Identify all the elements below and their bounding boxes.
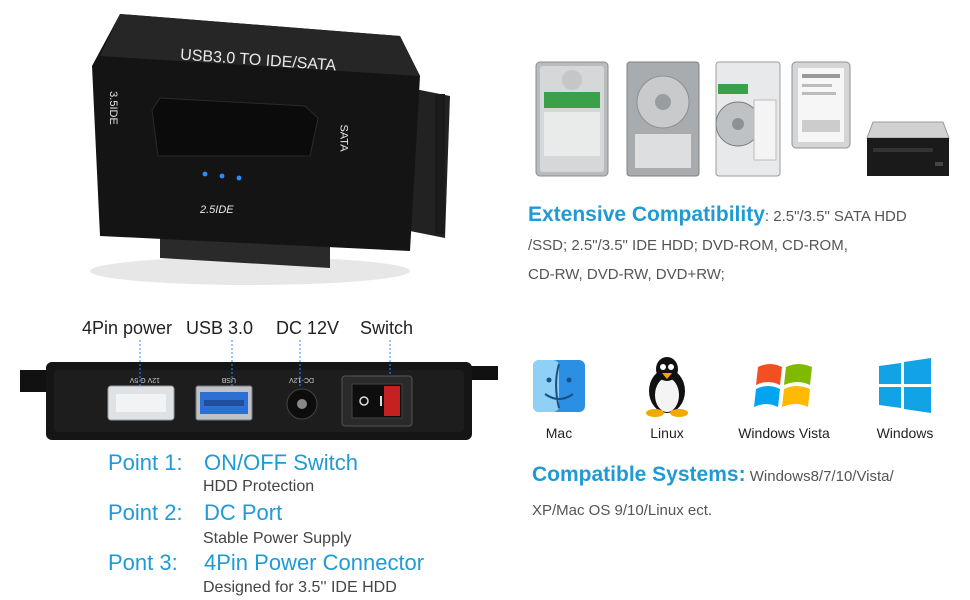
point-3-label: Pont 3:	[108, 550, 178, 575]
print-usb: USB	[221, 376, 236, 383]
point-1-sub: HDD Protection	[203, 478, 315, 495]
point-1-label: Point 1:	[108, 450, 183, 475]
point-3-sub: Designed for 3.5'' IDE HDD	[203, 579, 397, 596]
linux-tux-icon	[646, 357, 688, 417]
port-label-dc: DC 12V	[276, 318, 340, 338]
print-dc: DC-12V	[289, 376, 314, 383]
port-label-switch: Switch	[360, 318, 414, 338]
systems-line-1: Compatible Systems: Windows8/7/10/Vista/	[532, 458, 968, 494]
open-hdd-icon	[714, 60, 782, 183]
point-2-title: DC Port	[204, 500, 283, 525]
compat-text-1: : 2.5"/3.5" SATA HDD	[764, 208, 907, 225]
ide-hdd-icon	[625, 60, 701, 183]
point-1-title: ON/OFF Switch	[204, 450, 359, 475]
os-windows-label: Windows	[876, 425, 934, 441]
systems-title: Compatible Systems:	[532, 463, 746, 486]
ssd-icon	[790, 60, 852, 155]
adapter-product-image: USB3.0 TO IDE/SATA 3.5IDE SATA 2.5IDE	[40, 6, 460, 296]
os-linux-label: Linux	[650, 425, 684, 441]
compat-text-3: CD-RW, DVD-RW, DVD+RW;	[528, 266, 725, 283]
port-panel-drawing: 12V G 5V USB DC-12V	[20, 340, 498, 440]
systems-text-2: XP/Mac OS 9/10/Linux ect.	[532, 502, 713, 519]
port-label-4pin: 4Pin power	[82, 318, 173, 338]
adapter-35ide-print: 3.5IDE	[106, 91, 119, 125]
compatible-systems: Compatible Systems: Windows8/7/10/Vista/…	[532, 458, 968, 528]
compat-title: Extensive Compatibility	[528, 203, 765, 226]
print-4pin: 12V G 5V	[129, 376, 160, 383]
drive-images-row	[528, 60, 953, 180]
os-mac-label: Mac	[545, 425, 573, 441]
os-icons-row: Mac Linux Windows Vista	[528, 355, 968, 445]
port-label-usb: USB 3.0	[186, 318, 254, 338]
compat-line-1: Extensive Compatibility: 2.5"/3.5" SATA …	[528, 200, 968, 231]
dvd-drive-icon	[863, 120, 951, 185]
compat-text-2: /SSD; 2.5"/3.5" IDE HDD; DVD-ROM, CD-ROM…	[528, 237, 848, 254]
adapter-25ide-print: 2.5IDE	[200, 204, 234, 216]
mac-finder-icon	[533, 360, 585, 412]
point-2-sub: Stable Power Supply	[203, 530, 352, 547]
os-vista-label: Windows Vista	[738, 425, 830, 441]
port-panel-image: 12V G 5V USB DC-12V	[20, 340, 500, 445]
sata-hdd-green-icon	[534, 60, 610, 183]
windows-icon	[879, 358, 931, 413]
adapter-sata-print: SATA	[337, 124, 350, 152]
adapter-drawing	[90, 14, 450, 285]
windows-vista-icon	[754, 364, 812, 407]
compatibility-description: Extensive Compatibility: 2.5"/3.5" SATA …	[528, 200, 968, 289]
os-linux: Linux	[612, 355, 722, 441]
point-3-title: 4Pin Power Connector	[204, 550, 425, 575]
point-3: Pont 3: 4Pin Power Connector	[108, 550, 424, 576]
os-windows-vista: Windows Vista	[729, 355, 839, 441]
os-mac: Mac	[504, 355, 614, 441]
point-1: Point 1: ON/OFF Switch	[108, 450, 358, 476]
point-2-label: Point 2:	[108, 500, 183, 525]
systems-text-1: Windows8/7/10/Vista/	[745, 468, 894, 485]
point-2: Point 2: DC Port	[108, 500, 282, 526]
os-windows: Windows	[850, 355, 960, 441]
